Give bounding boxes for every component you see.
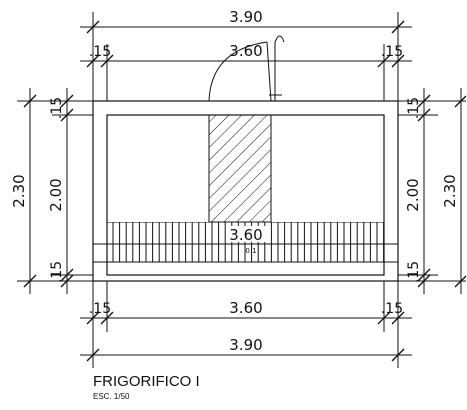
dim-interior: 3.60 [229, 226, 262, 244]
dim-bottom-inner: 3.60 [229, 299, 262, 317]
dim-right-inner: 2.00 [404, 178, 422, 211]
drawing-scale: ESC. 1/50 [93, 392, 130, 401]
dim-interior-small: 0.1 [245, 247, 256, 255]
dim-top-left-wall: .15 [89, 44, 111, 60]
left-dimensions [17, 88, 93, 294]
dim-top-overall: 3.90 [229, 8, 262, 26]
dim-bottom-left-wall: .15 [89, 301, 111, 317]
dim-right-bottom-wall: .15 [406, 261, 422, 283]
right-dimensions [398, 88, 467, 294]
dim-left-inner: 2.00 [47, 178, 65, 211]
dim-bottom-overall: 3.90 [229, 336, 262, 354]
outer-wall [92, 100, 399, 282]
door-hatch [208, 114, 272, 223]
dim-right-top-wall: .15 [406, 97, 422, 119]
top-dimensions [80, 12, 412, 101]
drawing-title: FRIGORIFICO I [93, 373, 200, 390]
dim-top-right-wall: .15 [381, 44, 403, 60]
interior-label-bg [228, 226, 268, 242]
dim-left-overall: 2.30 [10, 174, 28, 207]
dim-left-top-wall: .15 [49, 97, 65, 119]
bottom-dimensions [80, 281, 412, 368]
dim-bottom-right-wall: .15 [381, 301, 403, 317]
dim-right-overall: 2.30 [441, 174, 459, 207]
dim-top-inner: 3.60 [229, 42, 262, 60]
shelving [107, 222, 384, 263]
dim-left-bottom-wall: .15 [49, 261, 65, 283]
